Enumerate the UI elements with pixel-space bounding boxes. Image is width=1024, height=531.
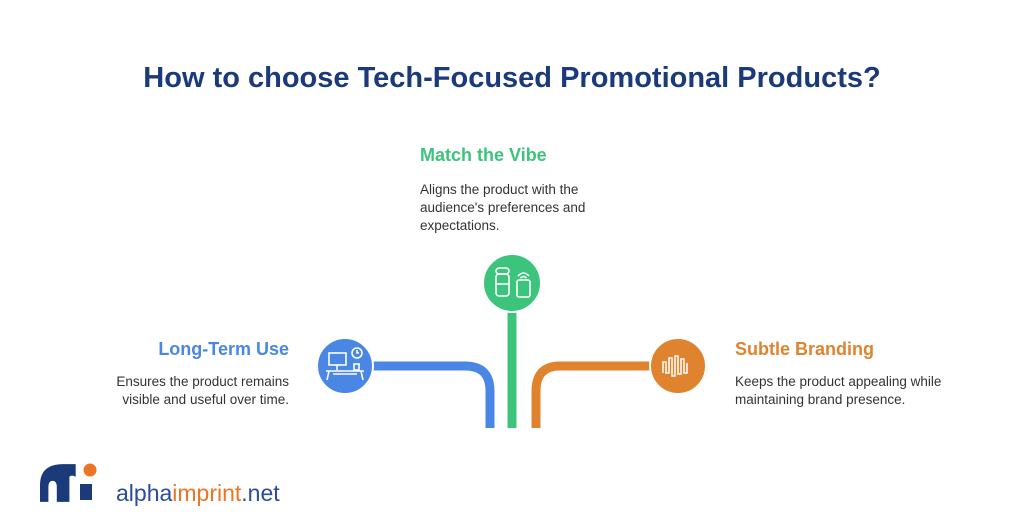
- description-long-term-use: Ensures the product remains visible and …: [116, 373, 289, 409]
- sound-wave-icon: [649, 337, 707, 395]
- page-title: How to choose Tech-Focused Promotional P…: [143, 62, 881, 94]
- description-match-the-vibe: Aligns the product with the audience's p…: [420, 181, 585, 235]
- desc-line: expectations.: [420, 218, 500, 233]
- heading-long-term-use: Long-Term Use: [158, 339, 289, 359]
- desc-line: visible and useful over time.: [122, 392, 289, 407]
- brand-logo-icon: [40, 463, 97, 502]
- desk-computer-clock-icon: [316, 337, 374, 395]
- description-subtle-branding: Keeps the product appealing while mainta…: [735, 373, 941, 409]
- connector-subtle-branding: [531, 361, 652, 428]
- desc-line: Aligns the product with the: [420, 182, 579, 197]
- heading-match-the-vibe: Match the Vibe: [420, 145, 547, 165]
- brand-part-alpha: alpha: [116, 480, 173, 506]
- brand-part-imprint: imprint: [172, 480, 242, 506]
- heading-subtle-branding: Subtle Branding: [735, 339, 874, 359]
- desc-line: Ensures the product remains: [116, 374, 289, 389]
- desc-line: maintaining brand presence.: [735, 392, 906, 407]
- brand-name: alphaimprint.net: [116, 480, 280, 507]
- brand-part-net: .net: [241, 480, 280, 506]
- desc-line: audience's preferences and: [420, 200, 586, 215]
- desc-line: Keeps the product appealing while: [735, 374, 942, 389]
- connector-long-term-use: [372, 361, 495, 428]
- smart-speaker-phone-icon: [482, 253, 542, 313]
